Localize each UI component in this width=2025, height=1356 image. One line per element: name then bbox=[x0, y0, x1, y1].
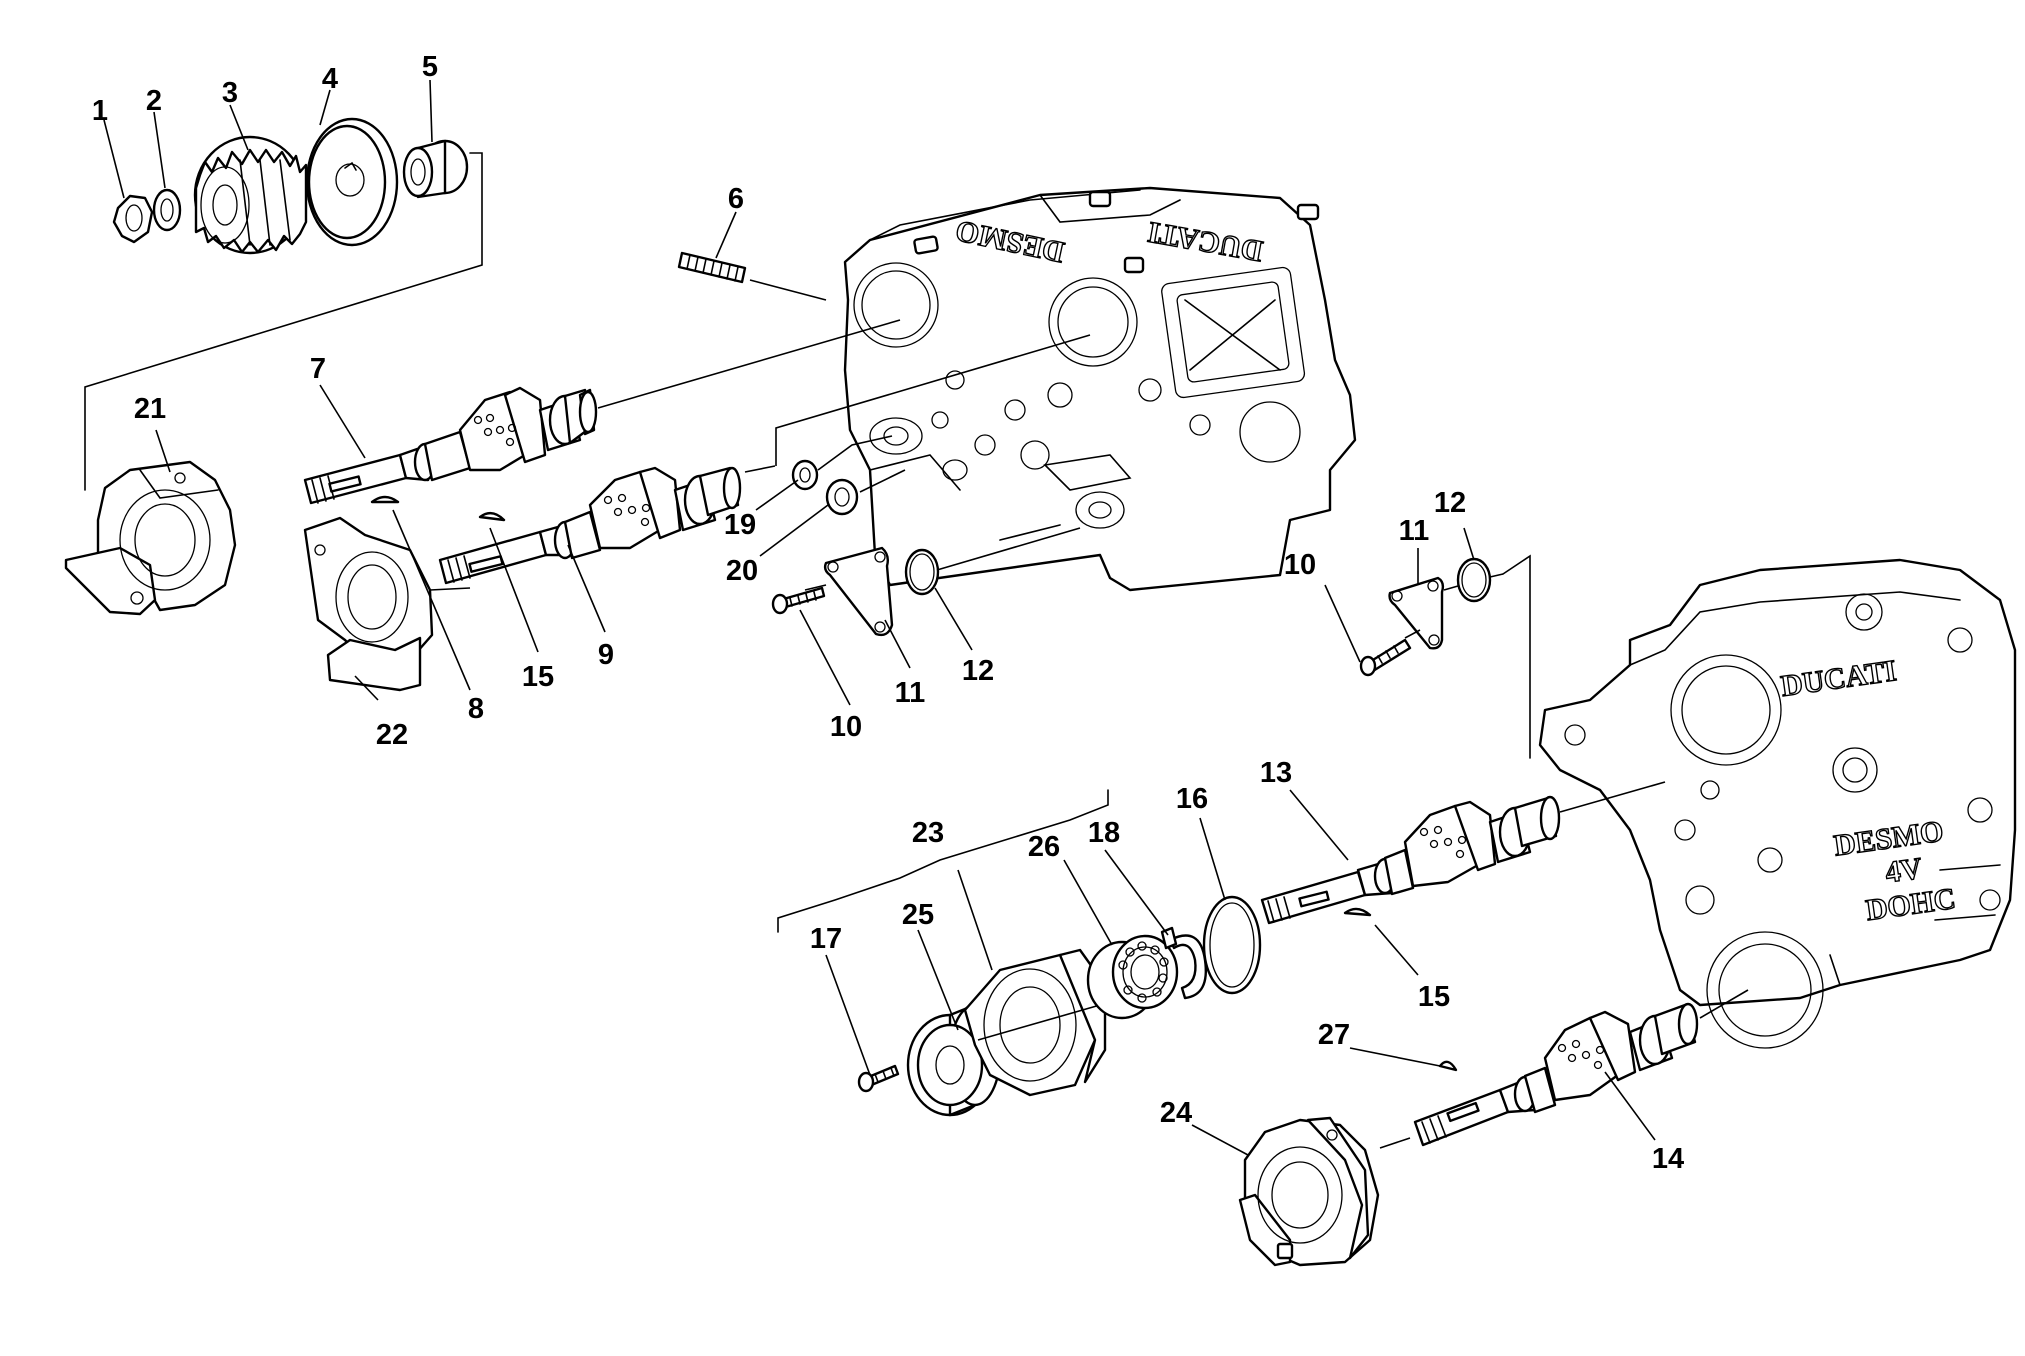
nut-1 bbox=[112, 194, 154, 244]
woodruff-key-8 bbox=[370, 495, 400, 504]
callout-10a: 10 bbox=[830, 711, 862, 743]
callout-22: 22 bbox=[376, 719, 408, 751]
camshaft-7 bbox=[303, 319, 901, 505]
callout-11a: 11 bbox=[895, 677, 926, 709]
oring-16 bbox=[1202, 895, 1262, 995]
callout-19: 19 bbox=[724, 509, 756, 541]
bushing-19 bbox=[791, 435, 893, 491]
callout-5: 5 bbox=[422, 51, 438, 83]
head-front-emboss-dohc: DOHC bbox=[1864, 882, 1958, 927]
callout-17: 17 bbox=[810, 923, 842, 955]
belt-cover-21 bbox=[64, 460, 237, 616]
camshaft-13 bbox=[1260, 781, 1666, 925]
callout-18: 18 bbox=[1088, 817, 1120, 849]
spacer-5 bbox=[402, 139, 469, 199]
callout-leaders bbox=[103, 79, 1656, 1156]
callout-13: 13 bbox=[1260, 757, 1292, 789]
callout-26: 26 bbox=[1028, 831, 1060, 863]
callout-21: 21 bbox=[134, 393, 166, 425]
callout-12a: 12 bbox=[962, 655, 994, 687]
head-front-emboss-ducati: DUCATI bbox=[1779, 654, 1899, 703]
screw-17 bbox=[857, 1064, 900, 1093]
callout-12b: 12 bbox=[1434, 487, 1466, 519]
bearing-housing-25 bbox=[906, 1003, 1002, 1117]
bearing-26 bbox=[1086, 934, 1179, 1020]
front-cylinder-head: DUCATI DESMO 4V DOHC bbox=[1538, 558, 2017, 1049]
group-bracket-right bbox=[1502, 554, 1531, 759]
camshaft-14 bbox=[1413, 989, 1749, 1147]
pulley-assembly bbox=[84, 117, 483, 491]
toothed-pulley-3 bbox=[193, 135, 308, 255]
belt-cover-24 bbox=[1238, 1116, 1411, 1267]
group-bracket-23 bbox=[777, 789, 1109, 933]
head-front-emboss-4v: 4V bbox=[1883, 852, 1924, 890]
callout-11b: 11 bbox=[1399, 515, 1430, 547]
washer-2 bbox=[152, 188, 182, 232]
callout-4: 4 bbox=[322, 63, 338, 95]
head-rear-emboss-desmo: DESMO bbox=[953, 214, 1067, 269]
callout-25: 25 bbox=[902, 899, 934, 931]
rear-cylinder-head: DESMO DUCATI bbox=[843, 186, 1357, 592]
woodruff-key-15 bbox=[478, 512, 506, 522]
belt-cover-22 bbox=[303, 516, 471, 692]
camshaft-9 bbox=[438, 334, 1091, 585]
rear-plate-assembly bbox=[771, 527, 1081, 637]
callout-labels: 1 2 3 4 5 6 7 8 9 10 10 11 11 12 12 13 1… bbox=[92, 51, 1684, 1175]
callout-2: 2 bbox=[146, 85, 162, 117]
group-bracket-left bbox=[84, 152, 483, 491]
callout-10b: 10 bbox=[1284, 549, 1316, 581]
callout-3: 3 bbox=[222, 77, 238, 109]
woodruff-key-15b bbox=[1343, 907, 1372, 917]
callout-9: 9 bbox=[598, 639, 614, 671]
callout-16: 16 bbox=[1176, 783, 1208, 815]
callout-15a: 15 bbox=[522, 661, 554, 693]
callout-6: 6 bbox=[728, 183, 744, 215]
callout-8: 8 bbox=[468, 693, 484, 725]
head-rear-emboss-ducati: DUCATI bbox=[1145, 215, 1265, 268]
pulley-flange-4 bbox=[305, 117, 399, 247]
callout-24: 24 bbox=[1160, 1097, 1192, 1129]
callout-14: 14 bbox=[1652, 1143, 1684, 1175]
callout-27: 27 bbox=[1318, 1019, 1350, 1051]
front-plate-assembly bbox=[1359, 554, 1531, 759]
circlip-18 bbox=[1160, 926, 1207, 1000]
callout-1: 1 bbox=[92, 95, 108, 127]
stud-6 bbox=[677, 251, 827, 301]
callout-7: 7 bbox=[310, 353, 326, 385]
callout-15b: 15 bbox=[1418, 981, 1450, 1013]
callout-20: 20 bbox=[726, 555, 758, 587]
seal-20 bbox=[825, 469, 906, 516]
woodruff-key-27 bbox=[1438, 1060, 1458, 1072]
callout-23: 23 bbox=[912, 817, 944, 849]
